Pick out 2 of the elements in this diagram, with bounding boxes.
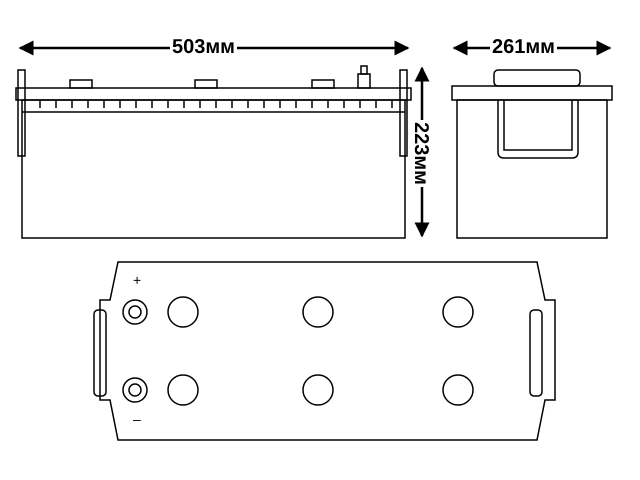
- polarity-label: +: [132, 273, 142, 287]
- polarity-label: –: [132, 412, 142, 426]
